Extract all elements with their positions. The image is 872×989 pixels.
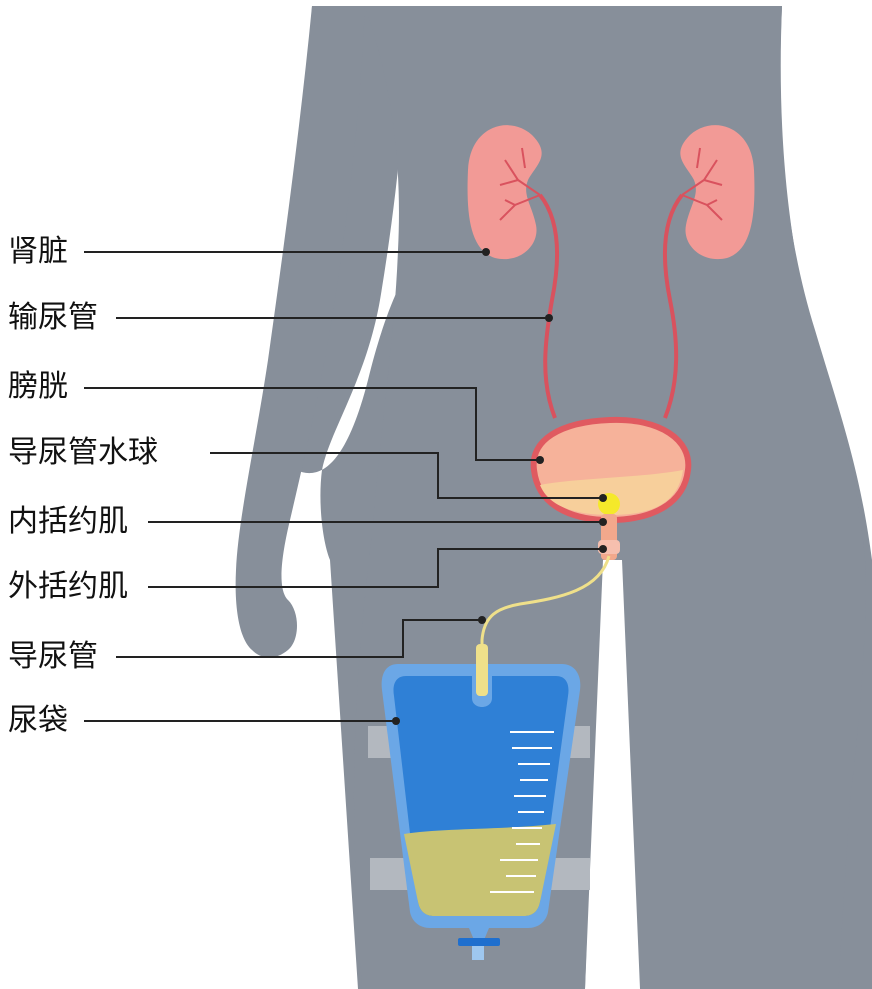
urine-bag-liquid: [404, 824, 556, 916]
label-catheter: 导尿管: [8, 637, 98, 677]
label-bladder: 膀胱: [8, 367, 68, 407]
bag-inlet: [476, 644, 488, 696]
label-internal-sphincter: 内括约肌: [8, 502, 128, 542]
label-catheter-balloon: 导尿管水球: [8, 433, 158, 473]
label-urine-bag: 尿袋: [8, 701, 68, 741]
drain-tip: [472, 946, 484, 960]
label-external-sphincter: 外括约肌: [8, 567, 128, 607]
label-kidney: 肾脏: [8, 232, 68, 272]
label-ureter: 输尿管: [8, 298, 98, 338]
drain-valve-icon: [458, 938, 500, 946]
